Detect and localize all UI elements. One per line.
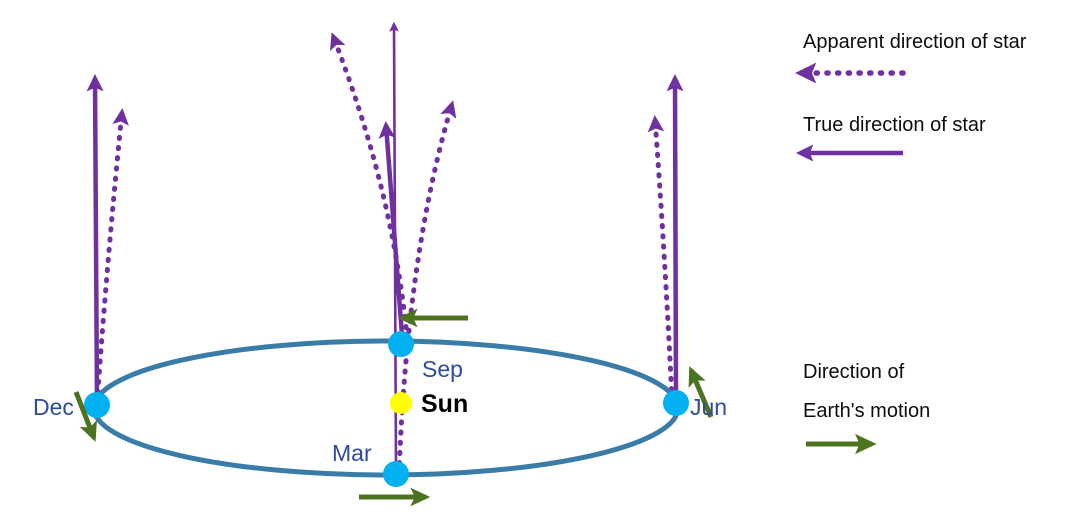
earth-position-label-mar: Mar [332, 440, 372, 466]
motion-arrow-jun [688, 366, 714, 418]
apparent-direction-ray-group [94, 32, 675, 477]
legend-earth-motion-label-line1: Direction of [803, 361, 905, 383]
earth-position-label-dec: Dec [33, 394, 74, 420]
sun-label: Sun [421, 390, 469, 418]
earth-position-label-sep: Sep [422, 356, 463, 382]
apparent-direction-ray-mar [396, 100, 457, 477]
legend-apparent-direction-label: Apparent direction of star [803, 31, 1027, 53]
apparent-direction-ray-sep [329, 32, 411, 351]
true-direction-ray-dec [86, 73, 104, 406]
earth-dot-mar[interactable] [383, 461, 409, 487]
motion-arrow-dec [73, 391, 97, 442]
sun-marker [390, 392, 412, 414]
earth-dot-dec[interactable] [84, 392, 110, 418]
legend-swatch-group [795, 62, 906, 455]
legend-earth-motion-label-line2: Earth's motion [803, 400, 931, 422]
earth-dot-jun[interactable] [663, 390, 689, 416]
earth-orbit-ellipse [91, 338, 681, 478]
earth-dot-sep[interactable] [388, 331, 414, 357]
earth-motion-arrow-group [73, 308, 714, 507]
apparent-direction-ray-jun [647, 115, 675, 403]
earth-position-label-jun: Jun [690, 394, 728, 420]
apparent-direction-ray-dec [94, 108, 129, 406]
earth-position-dot-group [84, 331, 689, 487]
true-direction-ray-group [86, 21, 684, 475]
legend-true-direction-label: True direction of star [803, 114, 986, 136]
true-direction-ray-jun [666, 73, 684, 404]
